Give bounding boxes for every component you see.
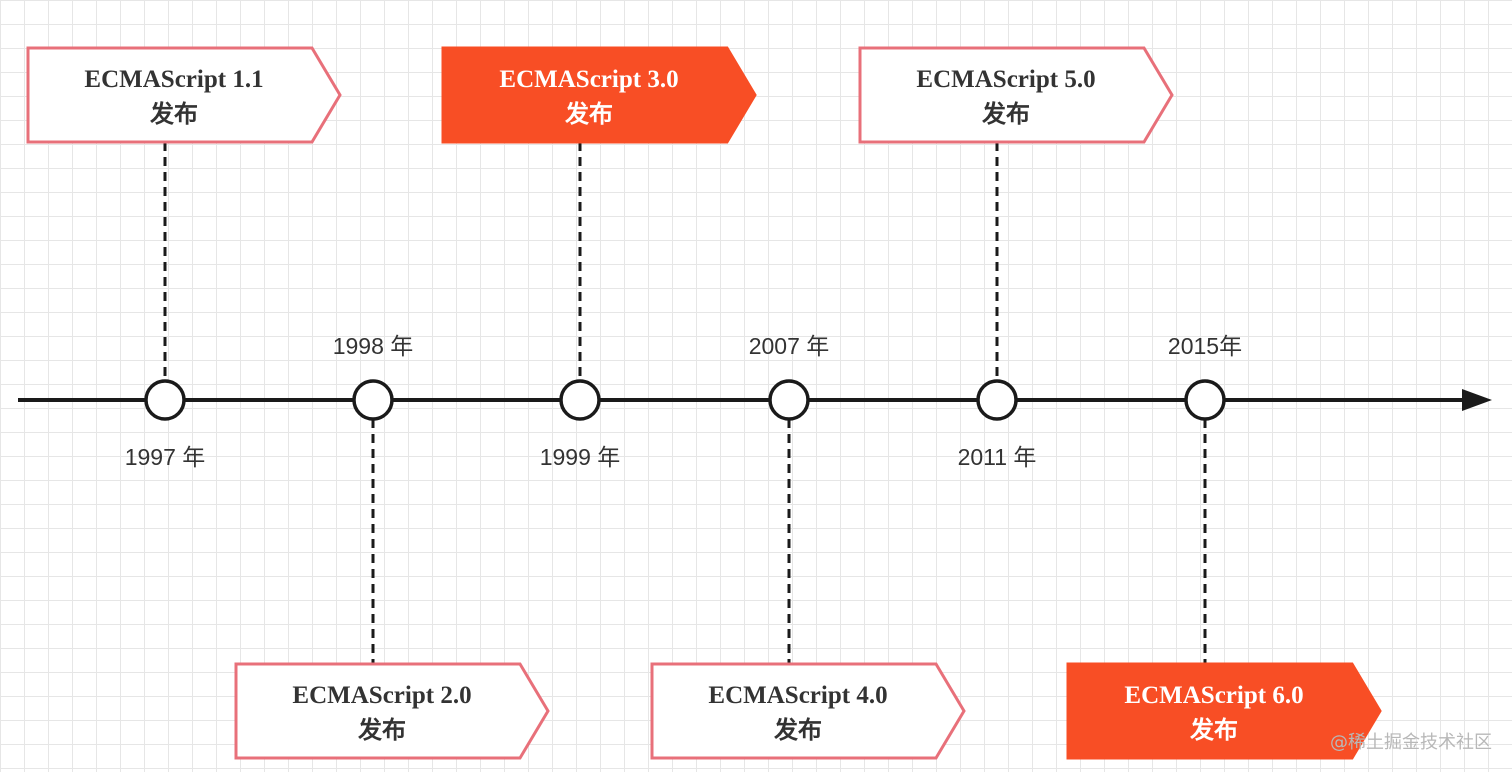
card-title: ECMAScript 2.0	[292, 682, 471, 709]
card-shape	[26, 46, 342, 144]
card-title: ECMAScript 5.0	[916, 66, 1095, 93]
card-subtitle: 发布	[149, 99, 198, 128]
event-card-es3: ECMAScript 3.0 发布	[441, 46, 757, 144]
card-shape	[441, 46, 757, 144]
card-subtitle: 发布	[357, 715, 406, 744]
event-card-es4: ECMAScript 4.0 发布	[650, 662, 966, 760]
timeline-node-es5	[976, 379, 1018, 421]
card-subtitle: 发布	[981, 99, 1030, 128]
timeline-node-es3	[559, 379, 601, 421]
timeline-node-es4	[768, 379, 810, 421]
timeline-node-es2	[352, 379, 394, 421]
card-shape	[234, 662, 550, 760]
timeline-node-es1	[144, 379, 186, 421]
connector-lines	[163, 142, 1207, 664]
card-title: ECMAScript 4.0	[708, 682, 887, 709]
card-subtitle: 发布	[564, 99, 613, 128]
card-title: ECMAScript 1.1	[84, 66, 263, 93]
event-card-es1: ECMAScript 1.1 发布	[26, 46, 342, 144]
card-subtitle: 发布	[1189, 715, 1238, 744]
event-card-es2: ECMAScript 2.0 发布	[234, 662, 550, 760]
year-label-es6: 2015年	[1168, 333, 1242, 359]
year-label-es2: 1998 年	[333, 333, 414, 359]
card-shape	[858, 46, 1174, 144]
timeline-axis	[18, 389, 1492, 411]
year-label-es4: 2007 年	[749, 333, 830, 359]
timeline-nodes	[144, 379, 1226, 421]
year-label-es3: 1999 年	[540, 444, 621, 470]
watermark: @稀土掘金技术社区	[1330, 732, 1492, 753]
year-labels: 1997 年 1998 年 1999 年 2007 年 2011 年 2015年	[125, 333, 1242, 470]
card-title: ECMAScript 6.0	[1124, 682, 1303, 709]
timeline-node-es6	[1184, 379, 1226, 421]
event-card-es5: ECMAScript 5.0 发布	[858, 46, 1174, 144]
card-shape	[650, 662, 966, 760]
axis-arrowhead	[1462, 389, 1492, 411]
card-subtitle: 发布	[773, 715, 822, 744]
card-shape	[1066, 662, 1382, 760]
year-label-es1: 1997 年	[125, 444, 206, 470]
card-title: ECMAScript 3.0	[499, 66, 678, 93]
year-label-es5: 2011 年	[958, 444, 1037, 470]
event-card-es6: ECMAScript 6.0 发布	[1066, 662, 1382, 760]
